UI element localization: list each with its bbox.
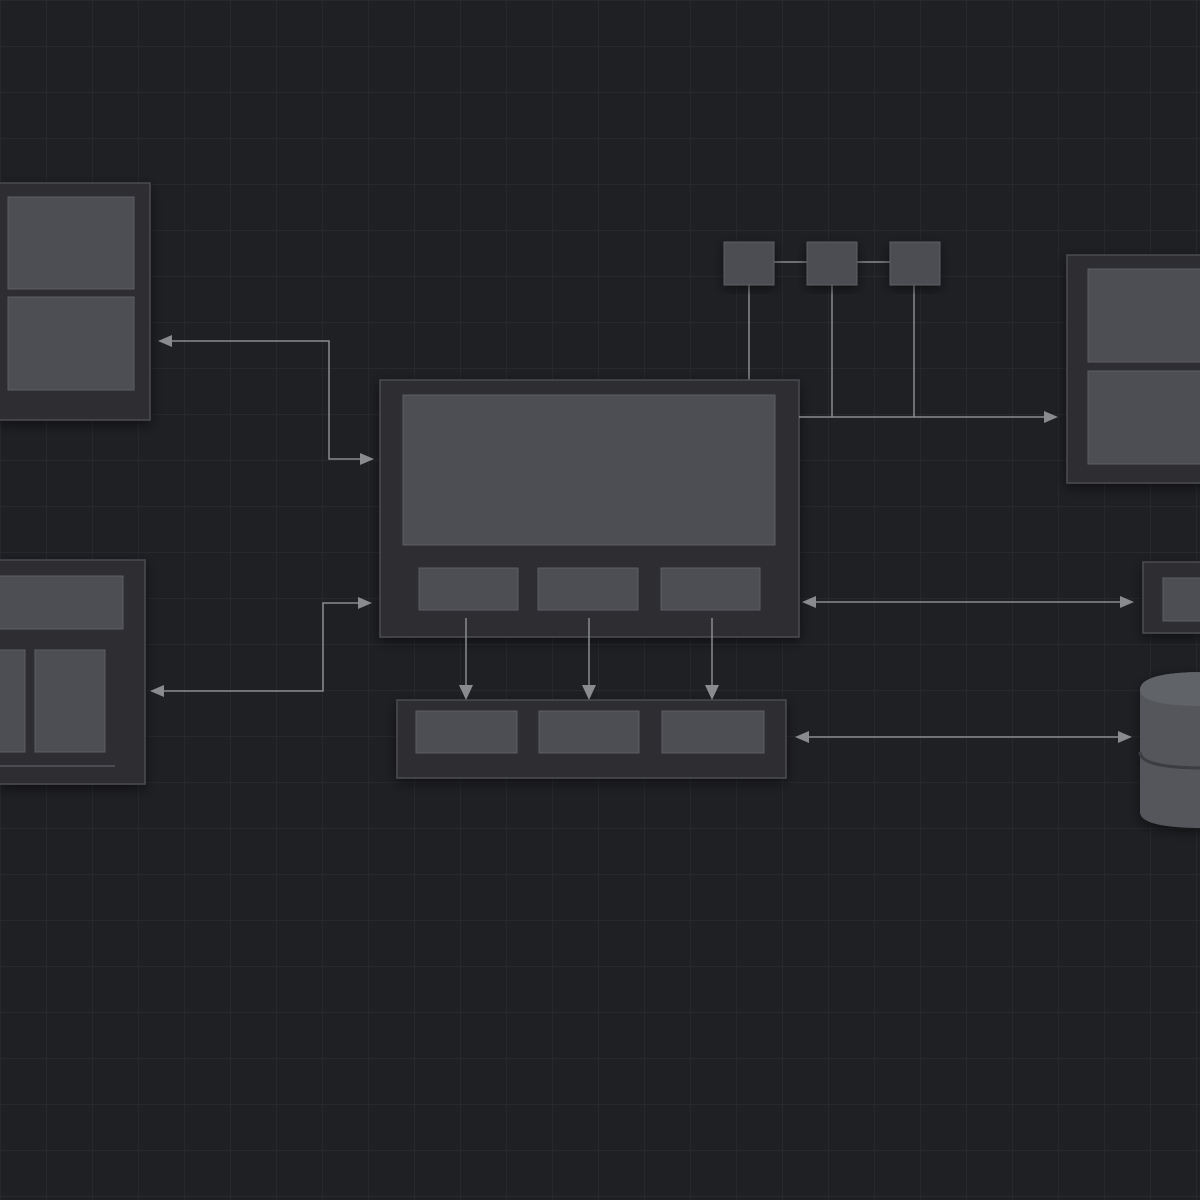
- connector-left-bottom: [160, 602, 362, 692]
- small-node[interactable]: [806, 241, 858, 286]
- node-section: [0, 575, 124, 630]
- small-nodes-group: [723, 241, 941, 417]
- arrowhead: [1044, 411, 1058, 423]
- node-section: [7, 296, 135, 391]
- main-display: [402, 394, 776, 546]
- bottom-node[interactable]: [396, 699, 787, 779]
- right-small-node[interactable]: [1142, 561, 1200, 634]
- arrowhead: [795, 731, 809, 743]
- arrowhead: [1120, 596, 1134, 608]
- arrowhead: [802, 596, 816, 608]
- arrowhead: [705, 685, 719, 700]
- database-icon[interactable]: [1138, 672, 1200, 828]
- node-section: [1162, 577, 1200, 622]
- bottom-sub-block: [538, 710, 640, 754]
- right-top-node[interactable]: [1066, 254, 1200, 484]
- node-section: [7, 196, 135, 290]
- bottom-sub-block: [661, 710, 765, 754]
- arrowhead: [358, 597, 372, 609]
- main-node[interactable]: [379, 379, 800, 638]
- arrowhead: [360, 453, 374, 465]
- small-node[interactable]: [889, 241, 941, 286]
- main-sub-block: [418, 567, 519, 611]
- node-section: [34, 649, 106, 753]
- main-sub-block: [537, 567, 639, 611]
- node-section: [1087, 268, 1200, 363]
- left-top-node[interactable]: [0, 182, 151, 421]
- main-sub-block: [660, 567, 761, 611]
- bottom-sub-block: [415, 710, 518, 754]
- arrowhead: [1118, 731, 1132, 743]
- connector-left-top: [168, 340, 364, 460]
- arrowhead: [150, 685, 164, 697]
- left-bottom-node[interactable]: [0, 559, 146, 785]
- node-section: [0, 649, 26, 753]
- arrowhead: [158, 335, 172, 347]
- node-section: [1087, 370, 1200, 465]
- connectors: [150, 335, 1134, 743]
- arrowhead: [459, 685, 473, 700]
- small-node[interactable]: [723, 241, 775, 286]
- arrowhead: [582, 685, 596, 700]
